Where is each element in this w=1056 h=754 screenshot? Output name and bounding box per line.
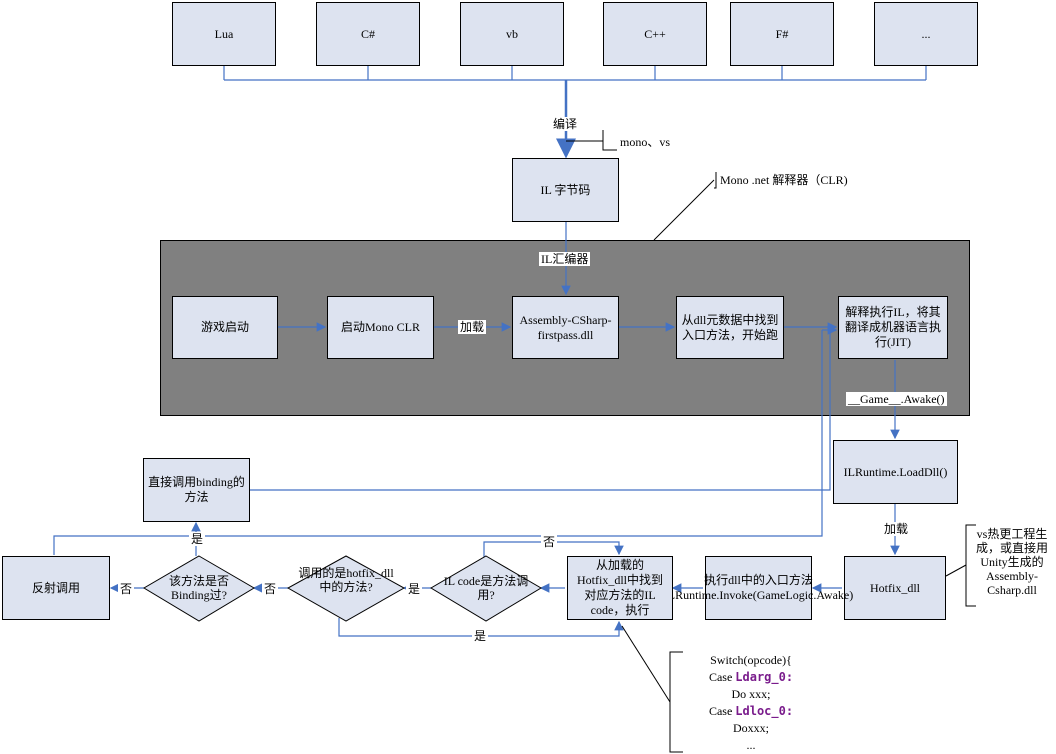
binding-call-label: 直接调用binding的方法 bbox=[148, 475, 245, 504]
jit-box: 解释执行IL，将其翻译成机器语言执行(JIT) bbox=[838, 296, 948, 359]
code-line: Switch(opcode){ bbox=[710, 653, 792, 667]
start-mono-clr-label: 启动Mono CLR bbox=[340, 320, 420, 334]
il-assembler-label: IL汇编器 bbox=[539, 252, 591, 266]
hotfix-dll-label: Hotfix_dll bbox=[870, 580, 920, 595]
opcode-switch-note: Switch(opcode){ Case Ldarg_0: Do xxx; Ca… bbox=[676, 652, 826, 754]
find-il-box: 从加载的Hotfix_dll中找到对应方法的IL code，执行 bbox=[567, 556, 673, 620]
game-start-label: 游戏启动 bbox=[200, 320, 249, 334]
binding-call-box: 直接调用binding的方法 bbox=[143, 458, 250, 522]
code-line: Doxxx; bbox=[733, 721, 769, 735]
clr-note: Mono .net 解释器（CLR) bbox=[720, 173, 848, 187]
reflection-call-label: 反射调用 bbox=[31, 580, 80, 595]
language-box-vb: vb bbox=[460, 2, 564, 66]
yes-label-binding: 是 bbox=[189, 532, 206, 546]
hotfix-note: vs热更工程生成，或直接用Unity生成的Assembly-Csharp.dll bbox=[975, 527, 1048, 597]
language-box-csharp: C# bbox=[316, 2, 420, 66]
code-line: Case Ldarg_0: bbox=[676, 669, 826, 686]
find-il-label: 从加载的Hotfix_dll中找到对应方法的IL code，执行 bbox=[577, 558, 663, 617]
assembly-label: Assembly-CSharp-firstpass.dll bbox=[519, 312, 612, 342]
awake-label: __Game__.Awake() bbox=[846, 392, 947, 406]
decision-is-call: IL code是方法调用? bbox=[443, 574, 529, 602]
language-label: ... bbox=[921, 26, 931, 41]
jit-label: 解释执行IL，将其翻译成机器语言执行(JIT) bbox=[844, 305, 941, 349]
code-opcode: Ldarg_0: bbox=[735, 670, 794, 684]
language-box-lua: Lua bbox=[172, 2, 276, 66]
language-label: Lua bbox=[214, 26, 234, 41]
compile-label: 编译 bbox=[551, 117, 580, 131]
load-label: 加载 bbox=[458, 320, 487, 334]
no-label-hotfix: 否 bbox=[262, 582, 279, 596]
decision-is-binding: 该方法是否Binding过? bbox=[168, 574, 229, 602]
code-keyword-case: Case bbox=[708, 670, 736, 684]
compile-note: mono、vs bbox=[620, 135, 671, 149]
code-opcode: Ldloc_0: bbox=[735, 704, 794, 718]
hotfix-dll-box: Hotfix_dll bbox=[844, 556, 946, 620]
game-start-box: 游戏启动 bbox=[172, 296, 278, 359]
find-entry-label: 从dll元数据中找到入口方法，开始跑 bbox=[681, 312, 779, 342]
assembly-box: Assembly-CSharp-firstpass.dll bbox=[512, 296, 619, 359]
invoke-box: 执行dll中的入口方法ILRuntime.Invoke(GameLogic.Aw… bbox=[664, 556, 853, 620]
load-label-2: 加载 bbox=[882, 522, 911, 536]
invoke-label: 执行dll中的入口方法ILRuntime.Invoke(GameLogic.Aw… bbox=[663, 573, 854, 602]
code-line: Case Ldloc_0: bbox=[676, 703, 826, 720]
code-keyword-case: Case bbox=[708, 704, 736, 718]
language-box-cpp: C++ bbox=[603, 2, 707, 66]
code-line: Do xxx; bbox=[731, 687, 771, 701]
code-line: ... bbox=[746, 738, 756, 752]
decision-is-hotfix: 调用的是hotfix_dll中的方法? bbox=[298, 566, 394, 594]
il-bytecode-box: IL 字节码 bbox=[512, 158, 619, 222]
load-dll-box: ILRuntime.LoadDll() bbox=[833, 440, 958, 504]
reflection-call-box: 反射调用 bbox=[2, 556, 110, 620]
language-label: C# bbox=[360, 26, 375, 41]
start-mono-clr-box: 启动Mono CLR bbox=[327, 296, 434, 359]
language-box-more: ... bbox=[874, 2, 978, 66]
no-label-binding: 否 bbox=[118, 582, 135, 596]
find-entry-box: 从dll元数据中找到入口方法，开始跑 bbox=[676, 296, 784, 359]
load-dll-label: ILRuntime.LoadDll() bbox=[843, 464, 948, 479]
language-label: vb bbox=[506, 26, 518, 41]
language-label: C++ bbox=[644, 26, 666, 41]
language-box-fsharp: F# bbox=[730, 2, 834, 66]
language-label: F# bbox=[775, 26, 789, 41]
il-bytecode-label: IL 字节码 bbox=[540, 182, 591, 197]
yes-label-hotfix: 是 bbox=[472, 629, 489, 643]
yes-label-call: 是 bbox=[406, 582, 423, 596]
no-label-loop: 否 bbox=[541, 535, 558, 549]
